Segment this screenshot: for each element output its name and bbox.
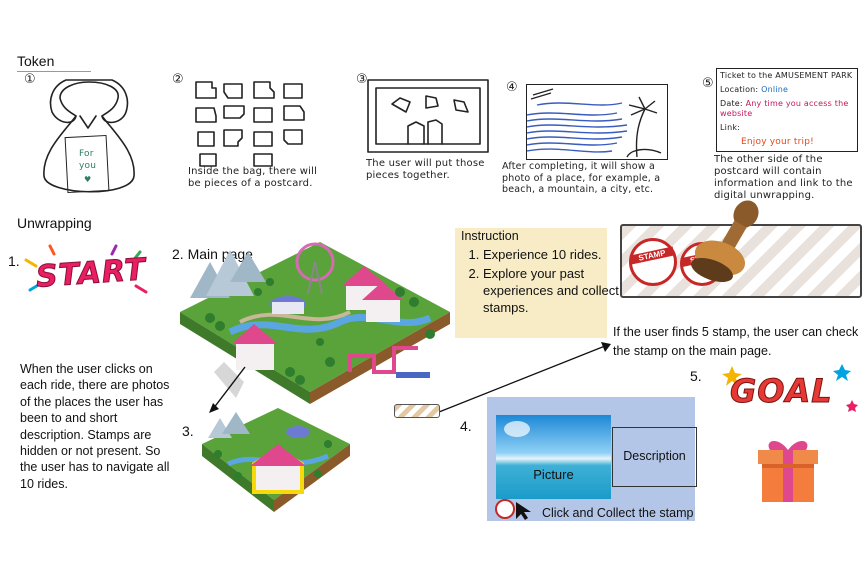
step-2-number: ② bbox=[172, 72, 184, 87]
beach-sketch-frame bbox=[526, 84, 668, 160]
heart-icon: ♥ bbox=[84, 175, 92, 184]
step-4-note: After completing, it will show a photo o… bbox=[502, 161, 661, 195]
bag-tag-for: For bbox=[79, 149, 94, 159]
ride-description-text: When the user clicks on each ride, there… bbox=[20, 362, 170, 491]
description-box: Description bbox=[612, 427, 697, 487]
picture-label: Picture bbox=[533, 467, 574, 482]
ticket-link-label: Link: bbox=[720, 123, 741, 132]
instruction-item: Experience 10 rides. bbox=[483, 246, 633, 263]
cursor-icon bbox=[516, 502, 531, 520]
rubber-stamp-icon bbox=[691, 200, 759, 283]
step-1-number: ① bbox=[24, 72, 36, 87]
ticket-location-label: Location: bbox=[720, 85, 759, 94]
beach-picture[interactable]: Picture bbox=[496, 415, 611, 499]
bag-tag-you: you bbox=[79, 161, 97, 171]
ocean-waves-sketch bbox=[527, 88, 662, 158]
step-3-number: ③ bbox=[356, 72, 368, 87]
stamp-check-note: If the user finds 5 stamp, the user can … bbox=[613, 325, 859, 358]
flow-step-1: 1. bbox=[8, 253, 20, 269]
step-4-number: ④ bbox=[506, 80, 518, 95]
token-heading: Token bbox=[17, 53, 55, 69]
flow-step-3: 3. bbox=[182, 423, 194, 439]
arrow-map-to-detail bbox=[209, 366, 246, 413]
ticket-title: Ticket to the AMUSEMENT PARK bbox=[720, 71, 853, 80]
token-underline bbox=[17, 71, 91, 72]
ticket-location-value: Online bbox=[761, 85, 789, 94]
start-badge-burst bbox=[24, 244, 148, 294]
goal-badge-burst bbox=[722, 364, 858, 412]
ride-detail-card: Picture Description bbox=[487, 397, 697, 521]
puzzle-pieces-sketch bbox=[195, 81, 305, 167]
step-2-note: Inside the bag, there will be pieces of … bbox=[188, 166, 318, 189]
instruction-panel: Instruction Experience 10 rides. Explore… bbox=[455, 228, 619, 338]
gift-box-icon bbox=[758, 440, 818, 502]
arrow-to-stamp-note bbox=[438, 342, 611, 413]
amusement-park-map[interactable] bbox=[170, 222, 456, 406]
ticket-date-value: Any time you access the website bbox=[720, 99, 849, 118]
description-label: Description bbox=[623, 449, 686, 463]
stamp-icon[interactable] bbox=[495, 499, 515, 519]
mini-stamp-banner bbox=[394, 404, 440, 418]
step-3-note: The user will put those pieces together. bbox=[366, 158, 485, 181]
sun-glare bbox=[504, 421, 530, 437]
assembled-postcard-sketch bbox=[367, 79, 489, 153]
selected-ride-map[interactable] bbox=[198, 404, 354, 516]
instruction-title: Instruction bbox=[461, 229, 519, 243]
ticket-date-label: Date: bbox=[720, 99, 743, 108]
ticket-sketch: Ticket to the AMUSEMENT PARK Location: O… bbox=[716, 68, 858, 152]
flow-step-5: 5. bbox=[690, 368, 702, 384]
ticket-link-value: Enjoy your trip! bbox=[741, 137, 814, 147]
step-5-number: ⑤ bbox=[702, 76, 714, 91]
collect-stamp-text[interactable]: Click and Collect the stamp bbox=[542, 506, 694, 520]
goal-badge: GOAL bbox=[730, 372, 833, 411]
instruction-item: Explore your past experiences and collec… bbox=[483, 265, 633, 316]
flow-step-4: 4. bbox=[460, 418, 472, 434]
gift-bag-sketch bbox=[43, 79, 135, 193]
step-5-note: The other side of the postcard will cont… bbox=[714, 154, 853, 201]
unwrapping-heading: Unwrapping bbox=[17, 215, 92, 231]
